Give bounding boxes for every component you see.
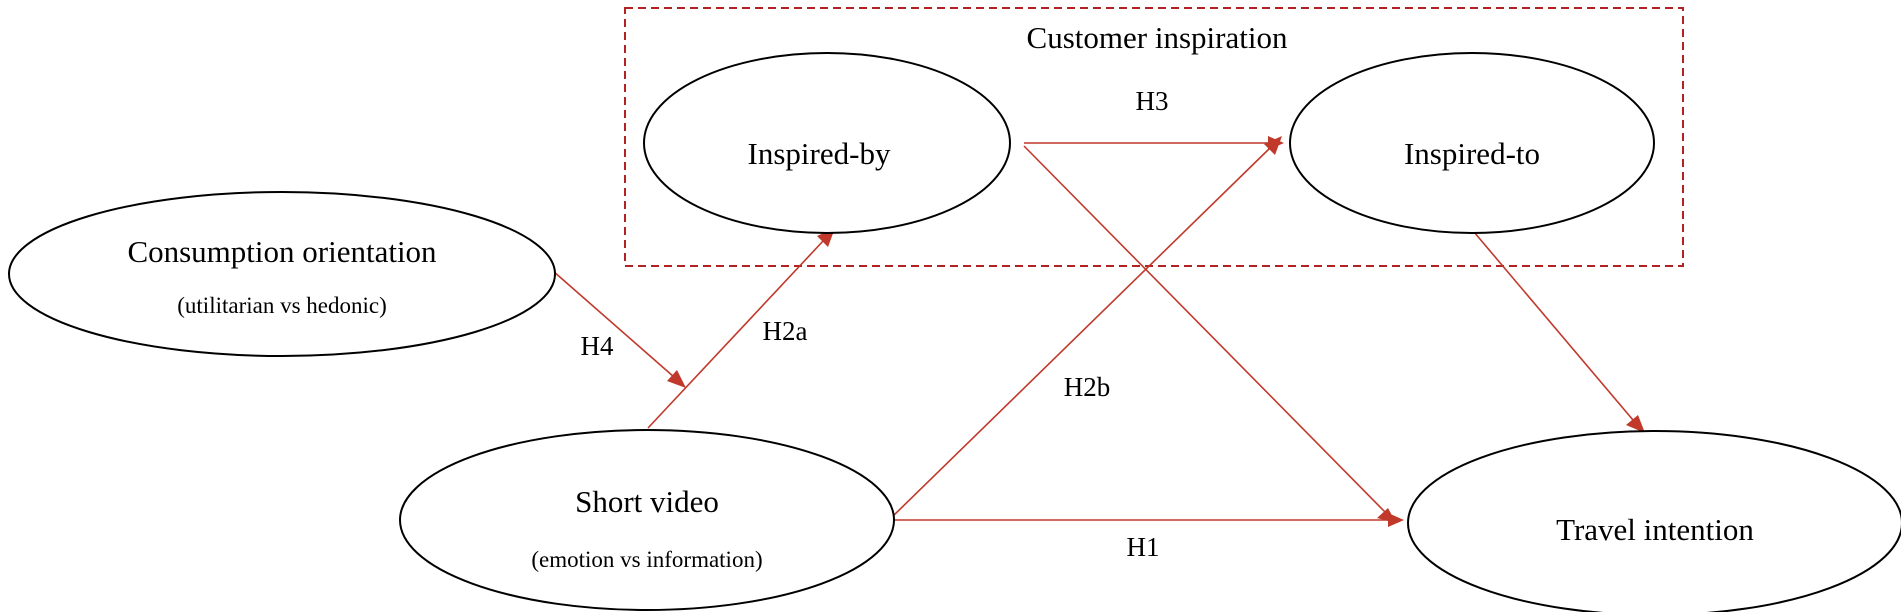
edge-inspired-to-to-travel-line [1473, 231, 1634, 421]
inspired-by-label: Inspired-by [748, 136, 891, 171]
node-short-video: Short video (emotion vs information) [399, 429, 895, 611]
edge-inspired-by-to-travel-line [1023, 145, 1386, 513]
edge-h1-arrowhead [1388, 513, 1404, 527]
node-travel-intention: Travel intention [1407, 430, 1901, 612]
edge-h2b-arrowhead [1264, 136, 1282, 155]
inspired-by-ellipse [643, 52, 1011, 234]
edge-inspired-to-to-travel-arrowhead [1626, 415, 1645, 433]
customer-inspiration-group-box [624, 7, 1684, 267]
edge-h4-arrowhead [667, 370, 686, 388]
consumption-orientation-ellipse [8, 191, 556, 357]
node-inspired-to: Inspired-to [1289, 52, 1655, 234]
edge-h3-label: H3 [1136, 86, 1169, 116]
edge-h1-label: H1 [1127, 532, 1160, 562]
edge-h2a-line [647, 239, 825, 429]
edge-h2b-label: H2b [1064, 372, 1111, 402]
edge-h4-line [552, 270, 675, 378]
consumption-orientation-label: Consumption orientation [127, 234, 437, 269]
short-video-ellipse [399, 429, 895, 611]
customer-inspiration-label: Customer inspiration [1027, 20, 1288, 55]
travel-intention-label: Travel intention [1556, 512, 1754, 547]
inspired-to-label: Inspired-to [1404, 136, 1540, 171]
consumption-orientation-sublabel: (utilitarian vs hedonic) [177, 293, 387, 318]
edge-h2b-line [890, 147, 1271, 519]
node-inspired-by: Inspired-by [643, 52, 1011, 234]
node-consumption-orientation: Consumption orientation (utilitarian vs … [8, 191, 556, 357]
travel-intention-ellipse [1407, 430, 1901, 612]
inspired-to-ellipse [1289, 52, 1655, 234]
short-video-sublabel: (emotion vs information) [531, 547, 762, 572]
edge-h2a-label: H2a [763, 316, 808, 346]
edges [552, 136, 1645, 527]
short-video-label: Short video [575, 484, 719, 519]
edge-h4-label: H4 [581, 331, 614, 361]
